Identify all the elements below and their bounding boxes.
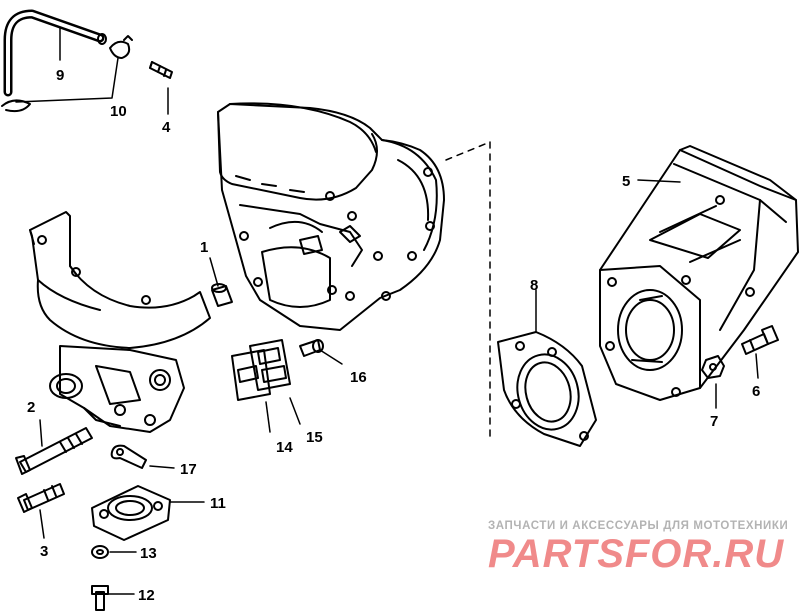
hose-part-9 [3, 9, 107, 97]
callout-1: 1 [200, 239, 208, 256]
callout-15: 15 [306, 429, 323, 446]
bolt-part-3 [17, 483, 65, 513]
stud-part-4 [149, 61, 173, 79]
callout-9: 9 [56, 67, 64, 84]
screw-part-16 [299, 339, 324, 357]
callout-6: 6 [752, 383, 760, 400]
callout-7: 7 [710, 413, 718, 430]
callout-10: 10 [110, 103, 127, 120]
watermark-tagline: ЗАПЧАСТИ И АКСЕССУАРЫ ДЛЯ МОТОТЕХНИКИ [488, 520, 789, 532]
callout-5: 5 [622, 173, 630, 190]
callout-13: 13 [140, 545, 157, 562]
washer-part-13 [91, 545, 109, 559]
leader-lines [15, 27, 759, 595]
callout-11: 11 [210, 495, 226, 512]
flange-part-11 [91, 485, 171, 541]
callout-14: 14 [276, 439, 293, 456]
reed-plates-part-14-15 [231, 339, 291, 401]
callout-12: 12 [138, 587, 155, 604]
callout-16: 16 [350, 369, 367, 386]
bolt-part-2 [15, 427, 93, 475]
housing-part-5 [599, 145, 799, 401]
alignment-line-2 [445, 141, 491, 161]
callout-3: 3 [40, 543, 48, 560]
bolt-part-6 [741, 325, 779, 355]
callout-8: 8 [530, 277, 538, 294]
clamp-part-10 [1, 35, 133, 113]
callout-2: 2 [27, 399, 35, 416]
carburetor-assembly [29, 211, 211, 433]
nut-part-7 [701, 355, 725, 379]
callout-17: 17 [180, 461, 197, 478]
callout-4: 4 [162, 119, 171, 136]
watermark-logo: PARTSFOR.RU [488, 532, 785, 576]
lug-part-17 [110, 444, 147, 469]
callout-labels: 1 2 3 4 5 6 7 8 9 10 11 12 13 14 15 16 1… [27, 67, 760, 604]
crankcase-housing [217, 102, 445, 331]
screw-part-12 [91, 585, 109, 611]
bushing-part-1 [211, 283, 233, 307]
gasket-part-8 [497, 331, 597, 447]
